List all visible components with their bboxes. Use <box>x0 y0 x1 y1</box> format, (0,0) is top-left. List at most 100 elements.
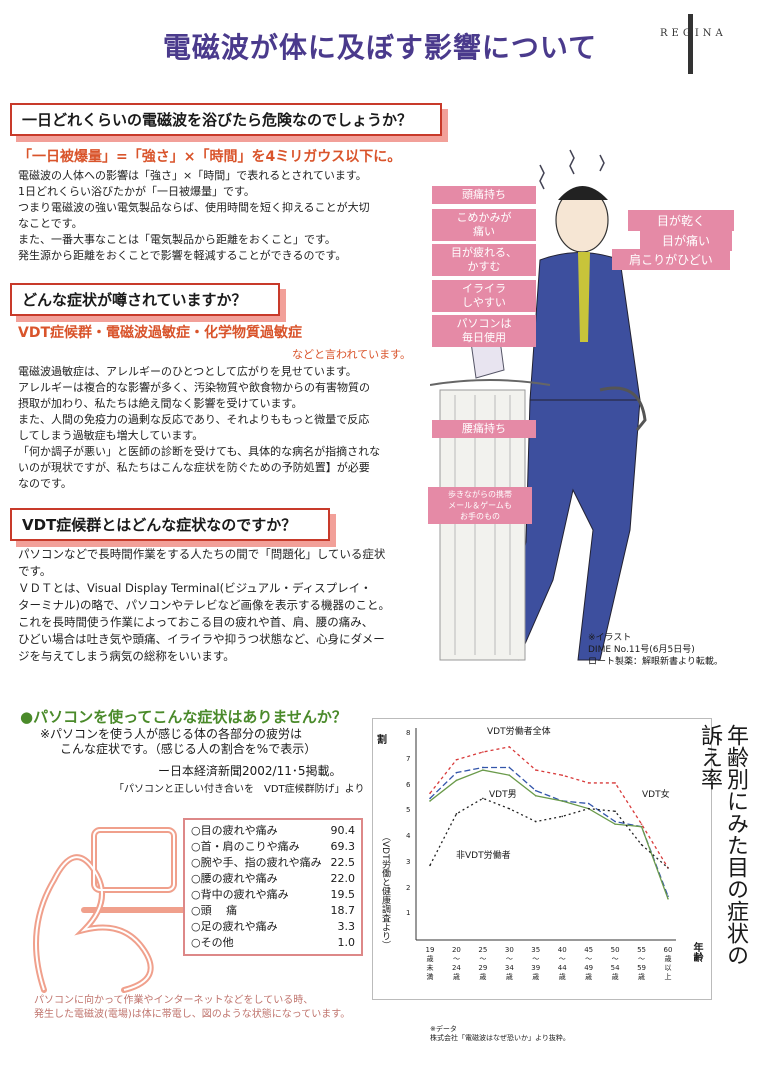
section2-line: なのです。 <box>18 477 72 490</box>
symptom-label: ○首・肩のこりや痛み <box>191 840 300 853</box>
section3-line: ＶＤＴとは、Visual Display Terminal(ビジュアル・ディスプ… <box>18 581 372 595</box>
section2-line: 「何か調子が悪い」と医師の診断を受けても、具体的な病名が指摘されな <box>18 445 381 458</box>
data-point <box>587 807 590 810</box>
section3-line: ターミナル)の略で、パソコンやテレビなど画像を表示する機器のこと。 <box>18 598 391 612</box>
section3-line: です。 <box>18 564 52 578</box>
section1-subheading: 「一日被爆量」=「強さ」×「時間」を4ミリガウス以下に。 <box>18 149 402 165</box>
section1-line: 1日どれくらい浴びたかが「一日被爆量」です。 <box>18 185 255 198</box>
x-tick-label: 45 〜 49 歳 <box>584 946 594 981</box>
section4-heading: ●パソコンを使ってこんな症状はありませんか？ <box>20 708 347 726</box>
data-point <box>482 769 484 771</box>
brand-mark <box>688 14 708 74</box>
symptom-label: ○その他 <box>191 936 234 949</box>
glow-outline <box>33 827 197 993</box>
data-point <box>482 751 484 753</box>
section1-line: なことです。 <box>18 217 83 230</box>
tie-shape <box>578 252 590 342</box>
series-label-vdt-female: VDT女 <box>642 790 670 800</box>
symptom-tag: イライラ しやすい <box>432 280 536 312</box>
symptom-tag: 頭痛持ち <box>432 186 536 204</box>
person-outline <box>35 829 175 991</box>
symptom-tag: 目が疲れる、 かすむ <box>432 244 536 276</box>
symptom-value: 22.5 <box>330 856 356 869</box>
section1-line: 電磁波の人体への影響は「強さ」×「時間」で表れるとされています。 <box>18 169 367 182</box>
x-tick-label: 40 〜 44 歳 <box>557 946 567 981</box>
symptom-row: ○首・肩のこりや痛み 69.3 <box>191 839 355 855</box>
symptom-value: 18.7 <box>330 904 356 917</box>
data-point <box>534 789 537 792</box>
series-label-vdt-all: VDT労働者全体 <box>487 727 551 737</box>
section2-line: いのが現状ですが、私たちはこんな症状を防ぐための予防処置】が必要 <box>18 461 370 474</box>
symptom-label: ○目の疲れや痛み <box>191 824 278 837</box>
section3-line: これを長時間使う作業によっておこる目の疲れや首、肩、腰の痛み、 <box>18 615 374 629</box>
symptom-value: 22.0 <box>330 872 356 885</box>
data-point <box>587 802 590 805</box>
symptom-value: 69.3 <box>330 840 356 853</box>
data-point <box>508 774 511 776</box>
series-line <box>429 746 669 869</box>
brand-name: REGINA <box>660 28 727 39</box>
data-point <box>508 807 511 810</box>
data-point <box>534 795 537 797</box>
chart-frame <box>372 718 712 1000</box>
data-point <box>614 782 616 784</box>
data-point <box>455 813 458 815</box>
section2-line: アレルギーは複合的な影響が多く、汚染物質や飲食物からの有害物質の <box>18 381 370 394</box>
x-tick-label: 55 〜 59 歳 <box>637 946 646 981</box>
section3-line: ひどい場合は吐き気や頭痛、イライラや抑うつ状態など、心身にダメー <box>18 632 385 646</box>
symptom-tag: 目が痛い <box>640 230 732 251</box>
section2-line: してしまう過敏症も増大しています。 <box>18 429 204 442</box>
symptom-value: 3.3 <box>337 920 356 933</box>
caption-line: 発生した電磁波(電場)は体に帯電し、図のような状態になっています。 <box>34 1009 351 1020</box>
symptom-tag: 肩こりがひどい <box>612 249 730 270</box>
section3-line: ジを与えてしまう病気の総称をいいます。 <box>18 649 235 663</box>
data-point <box>561 815 564 818</box>
credit-line: DIME No.11号(6月5日号) <box>588 645 695 655</box>
data-point <box>508 766 511 769</box>
section4-note-2: こんな症状です。（感じる人の割合を%で表示） <box>60 742 317 756</box>
data-point <box>614 823 616 825</box>
businessman-illustration <box>430 149 647 661</box>
x-axis-label: 年齢 <box>691 942 702 962</box>
chart-source: ※データ株式会社「電磁波はなぜ恐いか」より抜粋。 <box>430 1025 570 1043</box>
symptom-row: ○目の疲れや痛み 90.4 <box>191 823 355 839</box>
section2-subheading: VDT症候群・電磁波過敏症・化学物質過敏症 <box>18 325 303 341</box>
section4-source-title: 「パソコンと正しい付き合いを VDT症候群防げ」より <box>114 784 365 795</box>
data-point <box>429 792 431 795</box>
chart-source-text: 株式会社「電磁波はなぜ恐いか」より抜粋。 <box>430 1034 570 1042</box>
symptom-row: ○頭 痛 18.7 <box>191 903 355 919</box>
data-point <box>429 800 431 802</box>
hair-shape <box>558 186 608 200</box>
y-tick-label: 5 <box>406 806 411 815</box>
pedestal-grooves <box>454 395 511 655</box>
y-tick-label: 3 <box>406 857 411 866</box>
chair-shape <box>599 386 647 431</box>
section2-line: 摂取が加わり、私たちは絶え間なく影響を受けています。 <box>18 397 303 410</box>
section3-heading: VDT症候群とはどんな症状なのですか？ <box>10 508 330 541</box>
page-title: 電磁波が体に及ぼす影響について <box>162 31 598 64</box>
data-point <box>482 766 484 769</box>
x-tick-label: 19 歳 未 満 <box>425 946 435 981</box>
x-tick-label: 30 〜 34 歳 <box>504 946 514 981</box>
symptom-value: 1.0 <box>337 936 356 949</box>
symptom-value: 19.5 <box>330 888 356 901</box>
stress-lines-icon <box>539 149 605 190</box>
section2-subheading-tail: などと言われています。 <box>292 348 412 361</box>
section1-heading: 一日どれくらいの電磁波を浴びたら危険なのでしょうか？ <box>10 103 442 136</box>
data-point <box>534 820 537 823</box>
x-tick-label: 25 〜 29 歳 <box>478 946 488 981</box>
section4-note-1: ※パソコンを使う人が感じる体の各部分の疲労は <box>40 727 303 741</box>
walking-tag: 歩きながらの携帯 メール＆ゲームも お手のもの <box>428 487 532 524</box>
data-point <box>429 864 431 867</box>
section3-line: パソコンなどで長時間作業をする人たちの間で「問題化」している症状 <box>18 547 386 561</box>
section2-heading: どんな症状が噂されていますか？ <box>10 283 280 316</box>
symptom-tag: こめかみが 痛い <box>432 209 536 241</box>
section2-body: 電磁波過敏症は、アレルギーのひとつとして広がりを見せています。アレルギーは複合的… <box>18 364 438 492</box>
symptom-label: ○頭 痛 <box>191 904 238 917</box>
y-tick-label: 4 <box>406 832 411 840</box>
symptom-value: 90.4 <box>330 824 356 837</box>
data-point <box>455 771 458 774</box>
